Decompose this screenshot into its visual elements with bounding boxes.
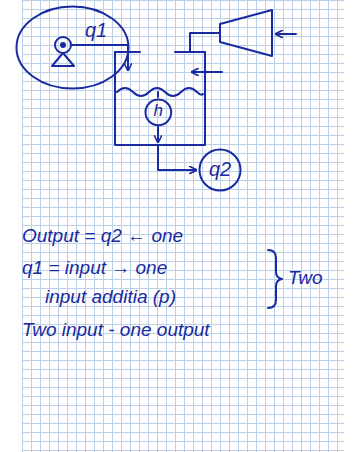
brace — [268, 250, 282, 308]
valve-base — [52, 53, 74, 66]
handwritten-note: Two — [288, 268, 322, 289]
outlet-pipe — [158, 145, 196, 170]
circle-node: h — [144, 98, 173, 127]
node-text: q2 — [209, 158, 231, 180]
handwritten-note: input additia (p) — [45, 287, 176, 308]
node-text: q1 — [85, 19, 107, 41]
handwritten-note: Two input - one output — [22, 320, 210, 341]
handwritten-note: Output = q2 ← one — [22, 226, 183, 247]
inlet-pipe — [71, 45, 128, 70]
circle-node: q2 — [198, 148, 242, 192]
ellipse-node: q1 — [15, 5, 130, 90]
node-text: h — [154, 102, 163, 121]
node-outline — [15, 5, 130, 90]
funnel-symbol — [220, 10, 272, 56]
handwritten-note: q1 = input → one — [22, 258, 167, 279]
water-level — [117, 88, 203, 96]
tank-wall — [115, 52, 205, 145]
valve-symbol — [55, 37, 71, 53]
